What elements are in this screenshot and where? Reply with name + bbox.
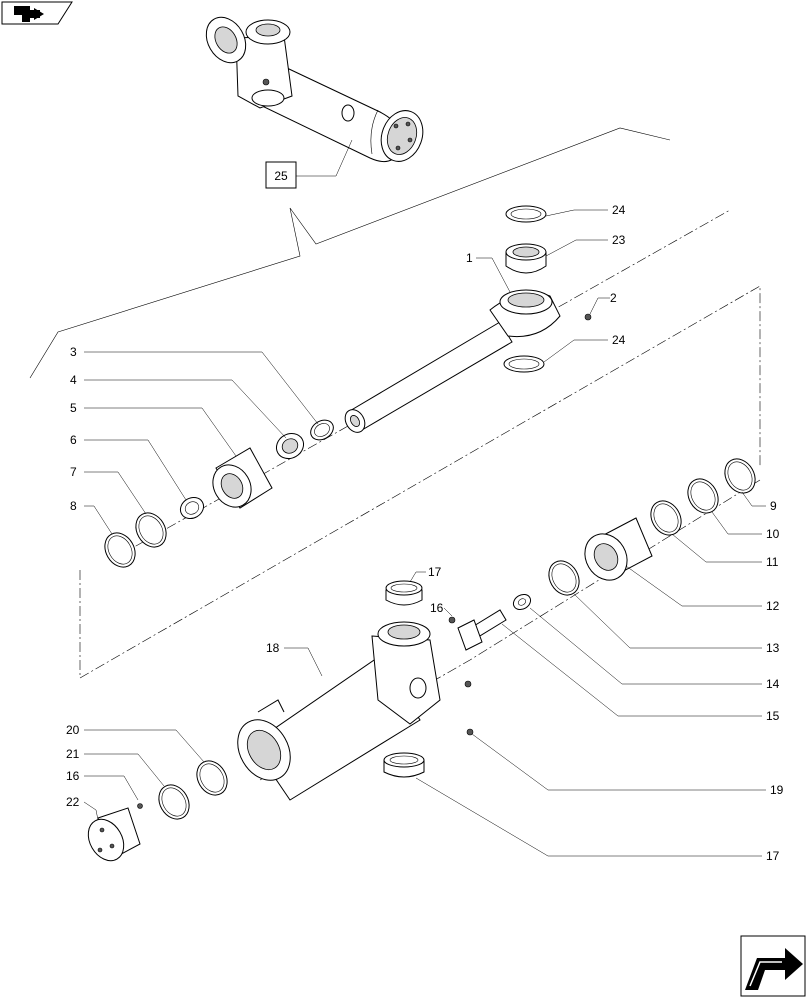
callout-7[interactable]: 7 bbox=[70, 465, 147, 515]
callout-label-24-bottom: 24 bbox=[612, 333, 626, 347]
callout-label-6: 6 bbox=[70, 433, 77, 447]
piston-bolt bbox=[457, 609, 507, 651]
section-break-line bbox=[29, 127, 671, 379]
callout-3[interactable]: 3 bbox=[70, 345, 319, 425]
callout-18[interactable]: 18 bbox=[266, 641, 323, 677]
callout-1[interactable]: 1 bbox=[466, 251, 511, 293]
callout-6[interactable]: 6 bbox=[70, 433, 187, 501]
callout-19[interactable]: 19 bbox=[471, 733, 784, 797]
callout-15[interactable]: 15 bbox=[501, 623, 780, 723]
callout-9[interactable]: 9 bbox=[741, 491, 777, 513]
callout-label-18: 18 bbox=[266, 641, 280, 655]
callout-21[interactable]: 21 bbox=[66, 747, 165, 787]
callout-label-16-top: 16 bbox=[430, 601, 444, 615]
callout-label-8: 8 bbox=[70, 499, 77, 513]
gland-parts bbox=[104, 419, 334, 568]
cylinder-assembly-overview bbox=[205, 16, 424, 163]
end-cap-parts bbox=[87, 760, 228, 862]
callout-label-5: 5 bbox=[70, 401, 77, 415]
callout-24-top[interactable]: 24 bbox=[545, 203, 626, 217]
callout-5[interactable]: 5 bbox=[70, 401, 237, 457]
piston-parts bbox=[512, 458, 756, 611]
callout-label-4: 4 bbox=[70, 373, 77, 387]
callout-label-1: 1 bbox=[466, 251, 473, 265]
callout-label-10: 10 bbox=[766, 527, 780, 541]
callout-11[interactable]: 11 bbox=[671, 533, 779, 569]
callout-label-13: 13 bbox=[766, 641, 780, 655]
forward-arrow-icon[interactable] bbox=[740, 935, 806, 997]
callout-label-15: 15 bbox=[766, 709, 780, 723]
callout-label-2: 2 bbox=[610, 291, 617, 305]
callout-label-24-top: 24 bbox=[612, 203, 626, 217]
callout-22[interactable]: 22 bbox=[66, 795, 99, 821]
bushing-and-snap-rings bbox=[503, 205, 547, 373]
cylinder-barrel bbox=[237, 580, 474, 801]
callout-24-bottom[interactable]: 24 bbox=[543, 333, 626, 363]
callout-label-21: 21 bbox=[66, 747, 80, 761]
callout-4[interactable]: 4 bbox=[70, 373, 287, 439]
back-arrow-icon[interactable] bbox=[1, 1, 73, 25]
callout-12[interactable]: 12 bbox=[625, 565, 780, 613]
callout-25[interactable]: 25 bbox=[265, 139, 353, 189]
callout-label-25: 25 bbox=[274, 169, 288, 183]
callout-23[interactable]: 23 bbox=[545, 233, 626, 257]
callout-16-top[interactable]: 16 bbox=[430, 601, 453, 617]
callout-label-3: 3 bbox=[70, 345, 77, 359]
callout-17-top[interactable]: 17 bbox=[409, 565, 442, 583]
callout-8[interactable]: 8 bbox=[70, 499, 113, 535]
callout-label-16-bottom: 16 bbox=[66, 769, 80, 783]
callout-label-22: 22 bbox=[66, 795, 80, 809]
callout-14[interactable]: 14 bbox=[529, 607, 780, 691]
callout-16-bottom[interactable]: 16 bbox=[66, 769, 139, 801]
callout-label-17-bottom: 17 bbox=[766, 849, 780, 863]
callout-20[interactable]: 20 bbox=[66, 723, 205, 763]
callout-label-11: 11 bbox=[766, 555, 779, 569]
callout-label-23: 23 bbox=[612, 233, 626, 247]
piston-rod bbox=[344, 289, 592, 433]
callout-label-20: 20 bbox=[66, 723, 80, 737]
callout-17-bottom[interactable]: 17 bbox=[415, 777, 780, 863]
callout-2[interactable]: 2 bbox=[589, 291, 617, 315]
callout-13[interactable]: 13 bbox=[573, 593, 780, 655]
callout-label-19: 19 bbox=[770, 783, 784, 797]
callout-label-9: 9 bbox=[770, 499, 777, 513]
callout-label-17-top: 17 bbox=[428, 565, 442, 579]
callout-label-14: 14 bbox=[766, 677, 780, 691]
callout-label-12: 12 bbox=[766, 599, 780, 613]
callout-10[interactable]: 10 bbox=[711, 511, 780, 541]
callout-label-7: 7 bbox=[70, 465, 77, 479]
